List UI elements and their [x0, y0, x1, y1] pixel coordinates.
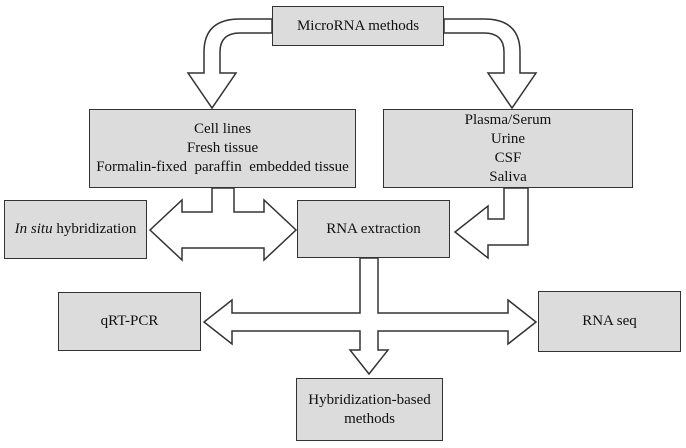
fluid-line-2: Urine — [490, 130, 526, 147]
rna-extraction-box: RNA extraction — [297, 200, 450, 258]
tissue-line-3: Formalin-fixed paraffin embedded tissue — [96, 159, 349, 175]
arrow-fluids-to-extraction — [453, 187, 529, 260]
rna-seq-label: RNA seq — [582, 313, 637, 329]
rna-extraction-label: RNA extraction — [326, 220, 421, 237]
hybrid-line-2: methods — [344, 410, 395, 427]
fluid-line-4: Saliva — [489, 168, 527, 185]
arrow-methods-to-fluids — [443, 18, 538, 110]
hybrid-line-1: Hybridization-based — [308, 391, 431, 408]
hybridization-based-methods-box: Hybridization-based methods — [296, 378, 443, 441]
arrow-methods-to-tissue — [186, 18, 273, 110]
fluid-line-1: Plasma/Serum — [464, 111, 552, 128]
tissue-line-1: Cell lines — [193, 121, 252, 137]
arrow-extraction-branches — [202, 257, 538, 376]
fluid-line-3: CSF — [494, 149, 522, 166]
rna-seq-box: RNA seq — [538, 291, 681, 352]
in-situ-hybridization-box: In situ hybridization — [4, 200, 147, 259]
in-situ-rest: hybridization — [52, 221, 137, 237]
tissue-line-2: Fresh tissue — [186, 140, 259, 156]
microrna-methods-box: MicroRNA methods — [272, 6, 444, 46]
tissue-sources-box: Cell lines Fresh tissue Formalin-fixed p… — [89, 109, 356, 188]
qrt-pcr-box: qRT-PCR — [58, 292, 201, 351]
qrt-pcr-label: qRT-PCR — [100, 313, 159, 329]
in-situ-italic: In situ — [14, 221, 53, 237]
body-fluids-box: Plasma/Serum Urine CSF Saliva — [383, 109, 633, 188]
arrow-tissue-double — [148, 187, 298, 262]
microrna-methods-label: MicroRNA methods — [296, 17, 420, 34]
